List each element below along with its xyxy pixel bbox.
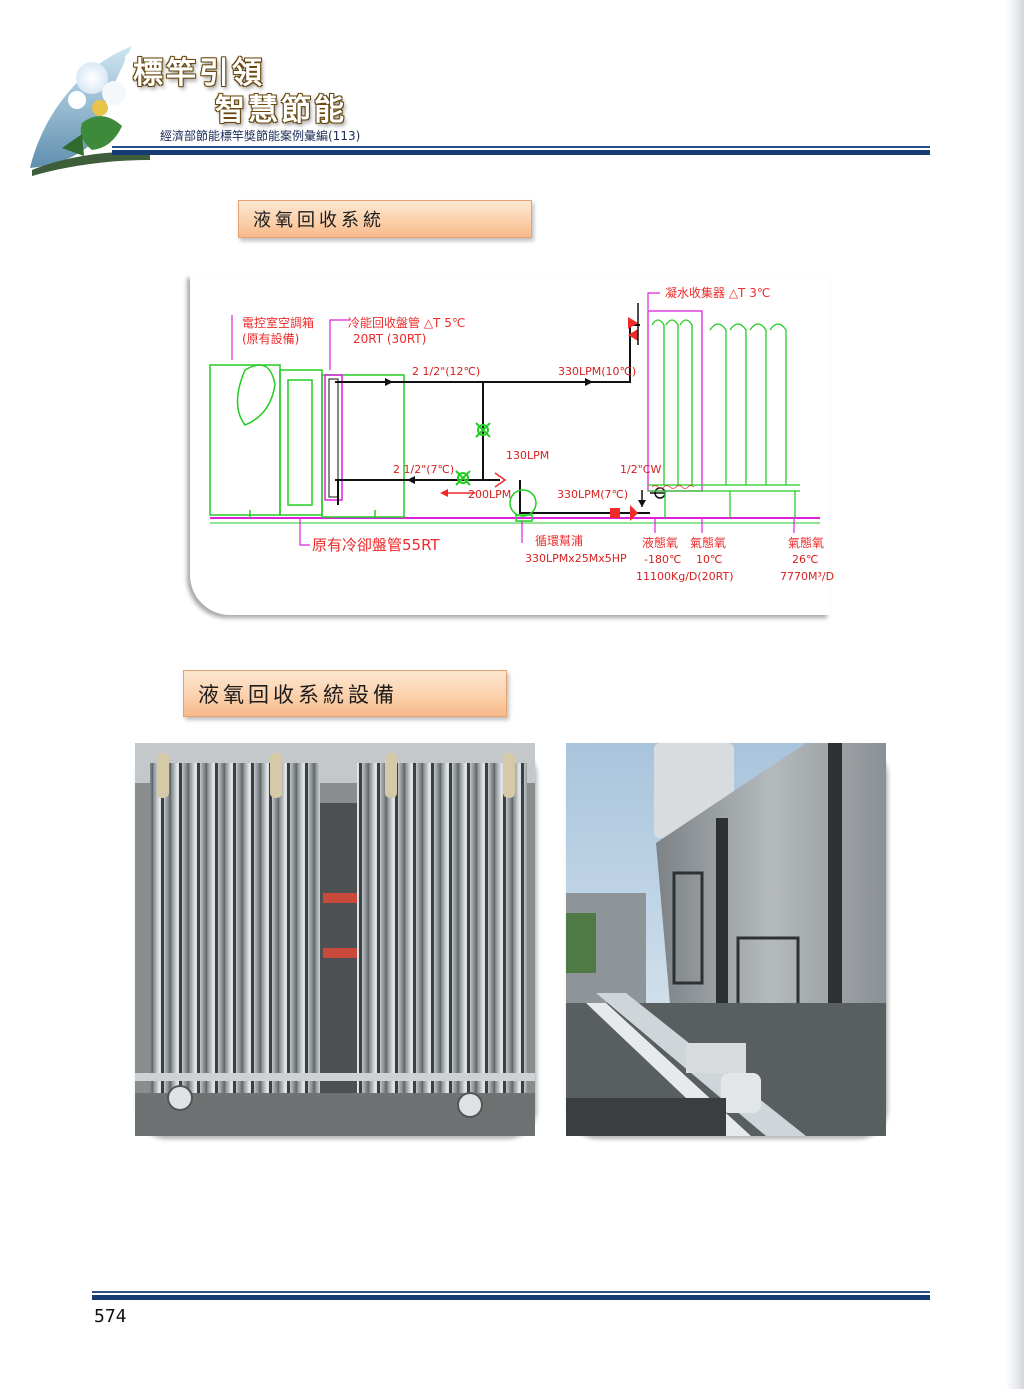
ahu-unit bbox=[209, 364, 405, 518]
label-liquid-oxygen-temp: -180℃ bbox=[644, 553, 681, 566]
label-control-room-ahu: 電控室空調箱 bbox=[242, 315, 314, 330]
top-valve bbox=[628, 317, 638, 341]
label-cold-recovery-coil: 冷能回收盤管 △T 5℃ bbox=[348, 315, 465, 330]
page-number: 574 bbox=[94, 1306, 127, 1327]
label-condensate-collector: 凝水收集器 △T 3℃ bbox=[665, 285, 770, 300]
system-diagram: 電控室空調箱 (原有設備) 冷能回收盤管 △T 5℃ 20RT (30RT) 凝… bbox=[190, 275, 834, 615]
bypass-valve bbox=[475, 422, 491, 438]
circulation-pump bbox=[509, 489, 537, 522]
label-supply-flow: 330LPM(10℃) bbox=[558, 365, 636, 378]
header-subtitle: 經濟部節能標竿獎節能案例彙編(113) bbox=[160, 129, 361, 143]
return-valve bbox=[455, 470, 471, 486]
section-title-equipment: 液氧回收系統設備 bbox=[183, 670, 507, 717]
header-title-line-2: 智慧節能 bbox=[215, 93, 347, 128]
label-gas-oxygen-1-temp: 10℃ bbox=[696, 553, 722, 566]
photo-installation-site bbox=[566, 743, 886, 1136]
supply-pipe bbox=[335, 324, 650, 514]
label-return-flow: 200LPM bbox=[468, 488, 511, 501]
label-supply-pipe: 2 1/2"(12℃) bbox=[412, 365, 480, 378]
header-logo bbox=[22, 38, 172, 183]
label-pump-name: 循環幫浦 bbox=[535, 533, 583, 548]
photo-vaporizers bbox=[135, 743, 535, 1136]
vaporizer bbox=[647, 310, 800, 518]
label-gas-oxygen-2-temp: 26℃ bbox=[792, 553, 818, 566]
label-liquid-oxygen-rate: 11100Kg/D(20RT) bbox=[636, 570, 734, 583]
label-gas-oxygen-2: 氣態氧 bbox=[788, 535, 824, 550]
header-title-line-1: 標竿引領 bbox=[133, 56, 265, 91]
page-edge-shadow bbox=[1006, 0, 1024, 1389]
label-original-cooling-coil: 原有冷卻盤管55RT bbox=[312, 536, 440, 554]
label-cw-pipe: 1/2"CW bbox=[620, 463, 661, 476]
label-loop-flow: 330LPM(7℃) bbox=[557, 488, 628, 501]
footer-rule bbox=[92, 1291, 930, 1300]
label-gas-oxygen-2-rate: 7770M³/D bbox=[780, 570, 834, 583]
label-bypass-flow: 130LPM bbox=[506, 449, 549, 462]
label-pump-spec: 330LPMx25Mx5HP bbox=[525, 552, 627, 565]
header-rule bbox=[112, 146, 930, 155]
label-return-pipe: 2 1/2"(7℃) bbox=[393, 463, 454, 476]
label-liquid-oxygen: 液態氧 bbox=[642, 535, 678, 550]
label-original-equipment: (原有設備) bbox=[242, 331, 299, 346]
label-coil-capacity: 20RT (30RT) bbox=[353, 332, 426, 346]
label-gas-oxygen-1: 氣態氧 bbox=[690, 535, 726, 550]
section-title-system: 液氧回收系統 bbox=[238, 200, 532, 238]
recovery-coil bbox=[324, 374, 343, 501]
